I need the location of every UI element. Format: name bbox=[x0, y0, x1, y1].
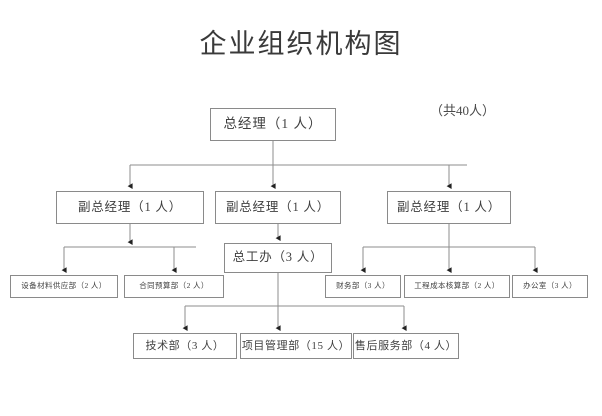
node-equipment-material-supply-dept[interactable]: 设备材料供应部（2 人） bbox=[10, 275, 118, 298]
node-vice-general-manager-1[interactable]: 副总经理（1 人） bbox=[56, 191, 204, 224]
page-title: 企业组织机构图 bbox=[199, 29, 403, 59]
node-general-manager[interactable]: 总经理（1 人） bbox=[210, 108, 336, 141]
node-label: 办公室（3 人） bbox=[523, 281, 577, 291]
node-project-management-dept[interactable]: 项目管理部（15 人） bbox=[240, 333, 352, 359]
node-label: 合同预算部（2 人） bbox=[139, 281, 209, 291]
node-chief-engineer-office[interactable]: 总工办（3 人） bbox=[224, 243, 332, 273]
node-vice-general-manager-2[interactable]: 副总经理（1 人） bbox=[215, 191, 341, 224]
node-label: 副总经理（1 人） bbox=[77, 199, 183, 214]
node-label: 财务部（3 人） bbox=[336, 281, 390, 291]
node-after-sales-service-dept[interactable]: 售后服务部（4 人） bbox=[353, 333, 459, 359]
node-label: 工程成本核算部（2 人） bbox=[414, 281, 500, 291]
node-label: 项目管理部（15 人） bbox=[241, 339, 351, 352]
node-label: 总工办（3 人） bbox=[232, 250, 324, 265]
node-contract-budget-dept[interactable]: 合同预算部（2 人） bbox=[124, 275, 224, 298]
node-finance-dept[interactable]: 财务部（3 人） bbox=[325, 275, 401, 298]
node-technology-dept[interactable]: 技术部（3 人） bbox=[133, 333, 237, 359]
total-headcount-note: （共40人） bbox=[430, 103, 496, 118]
node-label: 技术部（3 人） bbox=[145, 339, 225, 352]
node-label: 售后服务部（4 人） bbox=[354, 339, 458, 352]
node-label: 总经理（1 人） bbox=[223, 116, 323, 132]
node-vice-general-manager-3[interactable]: 副总经理（1 人） bbox=[387, 191, 511, 224]
node-label: 副总经理（1 人） bbox=[396, 199, 502, 214]
node-engineering-cost-accounting-dept[interactable]: 工程成本核算部（2 人） bbox=[404, 275, 510, 298]
node-label: 设备材料供应部（2 人） bbox=[21, 281, 107, 291]
node-label: 副总经理（1 人） bbox=[225, 199, 331, 214]
node-office-dept[interactable]: 办公室（3 人） bbox=[512, 275, 588, 298]
